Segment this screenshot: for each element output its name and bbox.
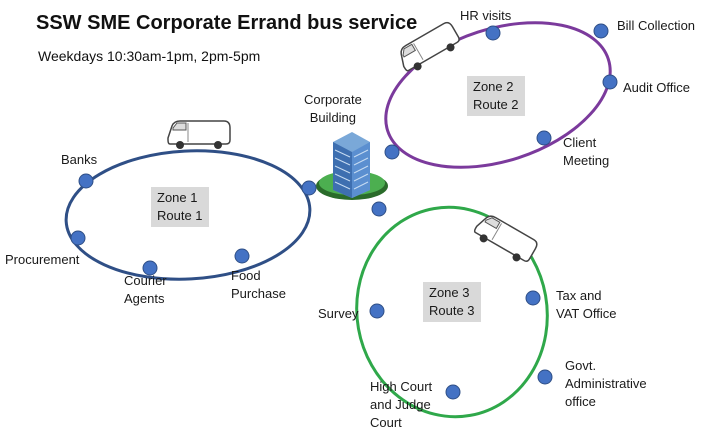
stop-dot-audit — [602, 74, 618, 90]
zone3-route-loop — [355, 205, 549, 419]
stop-dot-procurement — [70, 230, 86, 246]
corporate-building-icon — [316, 132, 388, 200]
stop-label-courier-line2: Agents — [124, 291, 165, 306]
stop-dot-courier — [142, 260, 158, 276]
zone3-name: Zone 3 — [429, 285, 470, 300]
stop-label-audit: Audit Office — [623, 80, 690, 95]
stop-label-tax: Tax and VAT Office — [556, 287, 616, 323]
stop-label-court-line3: Court — [370, 415, 402, 430]
zone3-route: Route 3 — [429, 303, 475, 318]
stop-dot-corporate-z1 — [301, 180, 317, 196]
zone2-route-loop — [384, 21, 612, 169]
van-icon-zone2 — [400, 21, 460, 72]
stop-dot-tax — [525, 290, 541, 306]
zone1-route-loop — [64, 149, 312, 281]
zone1-route: Route 1 — [157, 208, 203, 223]
diagram-title: SSW SME Corporate Errand bus service — [36, 12, 418, 34]
zone2-route: Route 2 — [473, 97, 519, 112]
stop-label-court: High Court and Judge Court — [370, 378, 432, 432]
hub-label: Corporate Building — [304, 91, 362, 127]
stop-dot-hr — [485, 25, 501, 41]
stop-label-client: Client Meeting — [563, 134, 609, 170]
zone3-label-box: Zone 3 Route 3 — [423, 282, 481, 322]
stop-label-govt: Govt. Administrative office — [565, 357, 647, 411]
stop-label-client-line1: Client — [563, 135, 597, 150]
stop-dot-survey — [369, 303, 385, 319]
stop-dot-food — [234, 248, 250, 264]
stop-dot-corporate-z2 — [384, 144, 400, 160]
stop-label-survey: Survey — [318, 306, 359, 321]
service-hours: Weekdays 10:30am-1pm, 2pm-5pm — [38, 48, 261, 64]
stop-label-procurement: Procurement — [5, 252, 80, 267]
zone2-name: Zone 2 — [473, 79, 514, 94]
hub-label-line1: Corporate — [304, 92, 362, 107]
stop-dot-court — [445, 384, 461, 400]
van-icon-zone1 — [167, 120, 231, 149]
stop-label-bill: Bill Collection — [617, 18, 696, 33]
stop-dot-govt — [537, 369, 553, 385]
zone2-label-box: Zone 2 Route 2 — [467, 76, 525, 116]
stop-dot-bill — [593, 23, 609, 39]
stop-label-tax-line2: VAT Office — [556, 306, 617, 321]
stop-label-banks: Banks — [61, 152, 98, 167]
zone1-label-box: Zone 1 Route 1 — [151, 187, 209, 227]
stop-dot-corporate-z3 — [371, 201, 387, 217]
hub-label-line2: Building — [309, 110, 357, 125]
stop-label-tax-line1: Tax and — [556, 288, 602, 303]
stop-label-food-line2: Purchase — [231, 286, 286, 301]
stop-label-courier: Courier Agents — [124, 272, 167, 308]
stop-label-food-line1: Food — [231, 268, 261, 283]
zone1-name: Zone 1 — [157, 190, 198, 205]
stop-label-court-line2: and Judge — [370, 397, 431, 412]
stop-label-courier-line1: Courier — [124, 273, 167, 288]
stop-label-client-line2: Meeting — [563, 153, 610, 168]
stop-label-hr: HR visits — [460, 8, 512, 23]
stop-label-food: Food Purchase — [231, 267, 286, 303]
stop-label-court-line1: High Court — [370, 379, 433, 394]
stop-label-govt-line2: Administrative — [565, 376, 647, 391]
stop-dot-client — [536, 130, 552, 146]
stop-label-govt-line1: Govt. — [565, 358, 597, 373]
stop-label-govt-line3: office — [565, 394, 596, 409]
stop-dot-banks — [78, 173, 94, 189]
van-icon-zone3 — [473, 215, 538, 262]
